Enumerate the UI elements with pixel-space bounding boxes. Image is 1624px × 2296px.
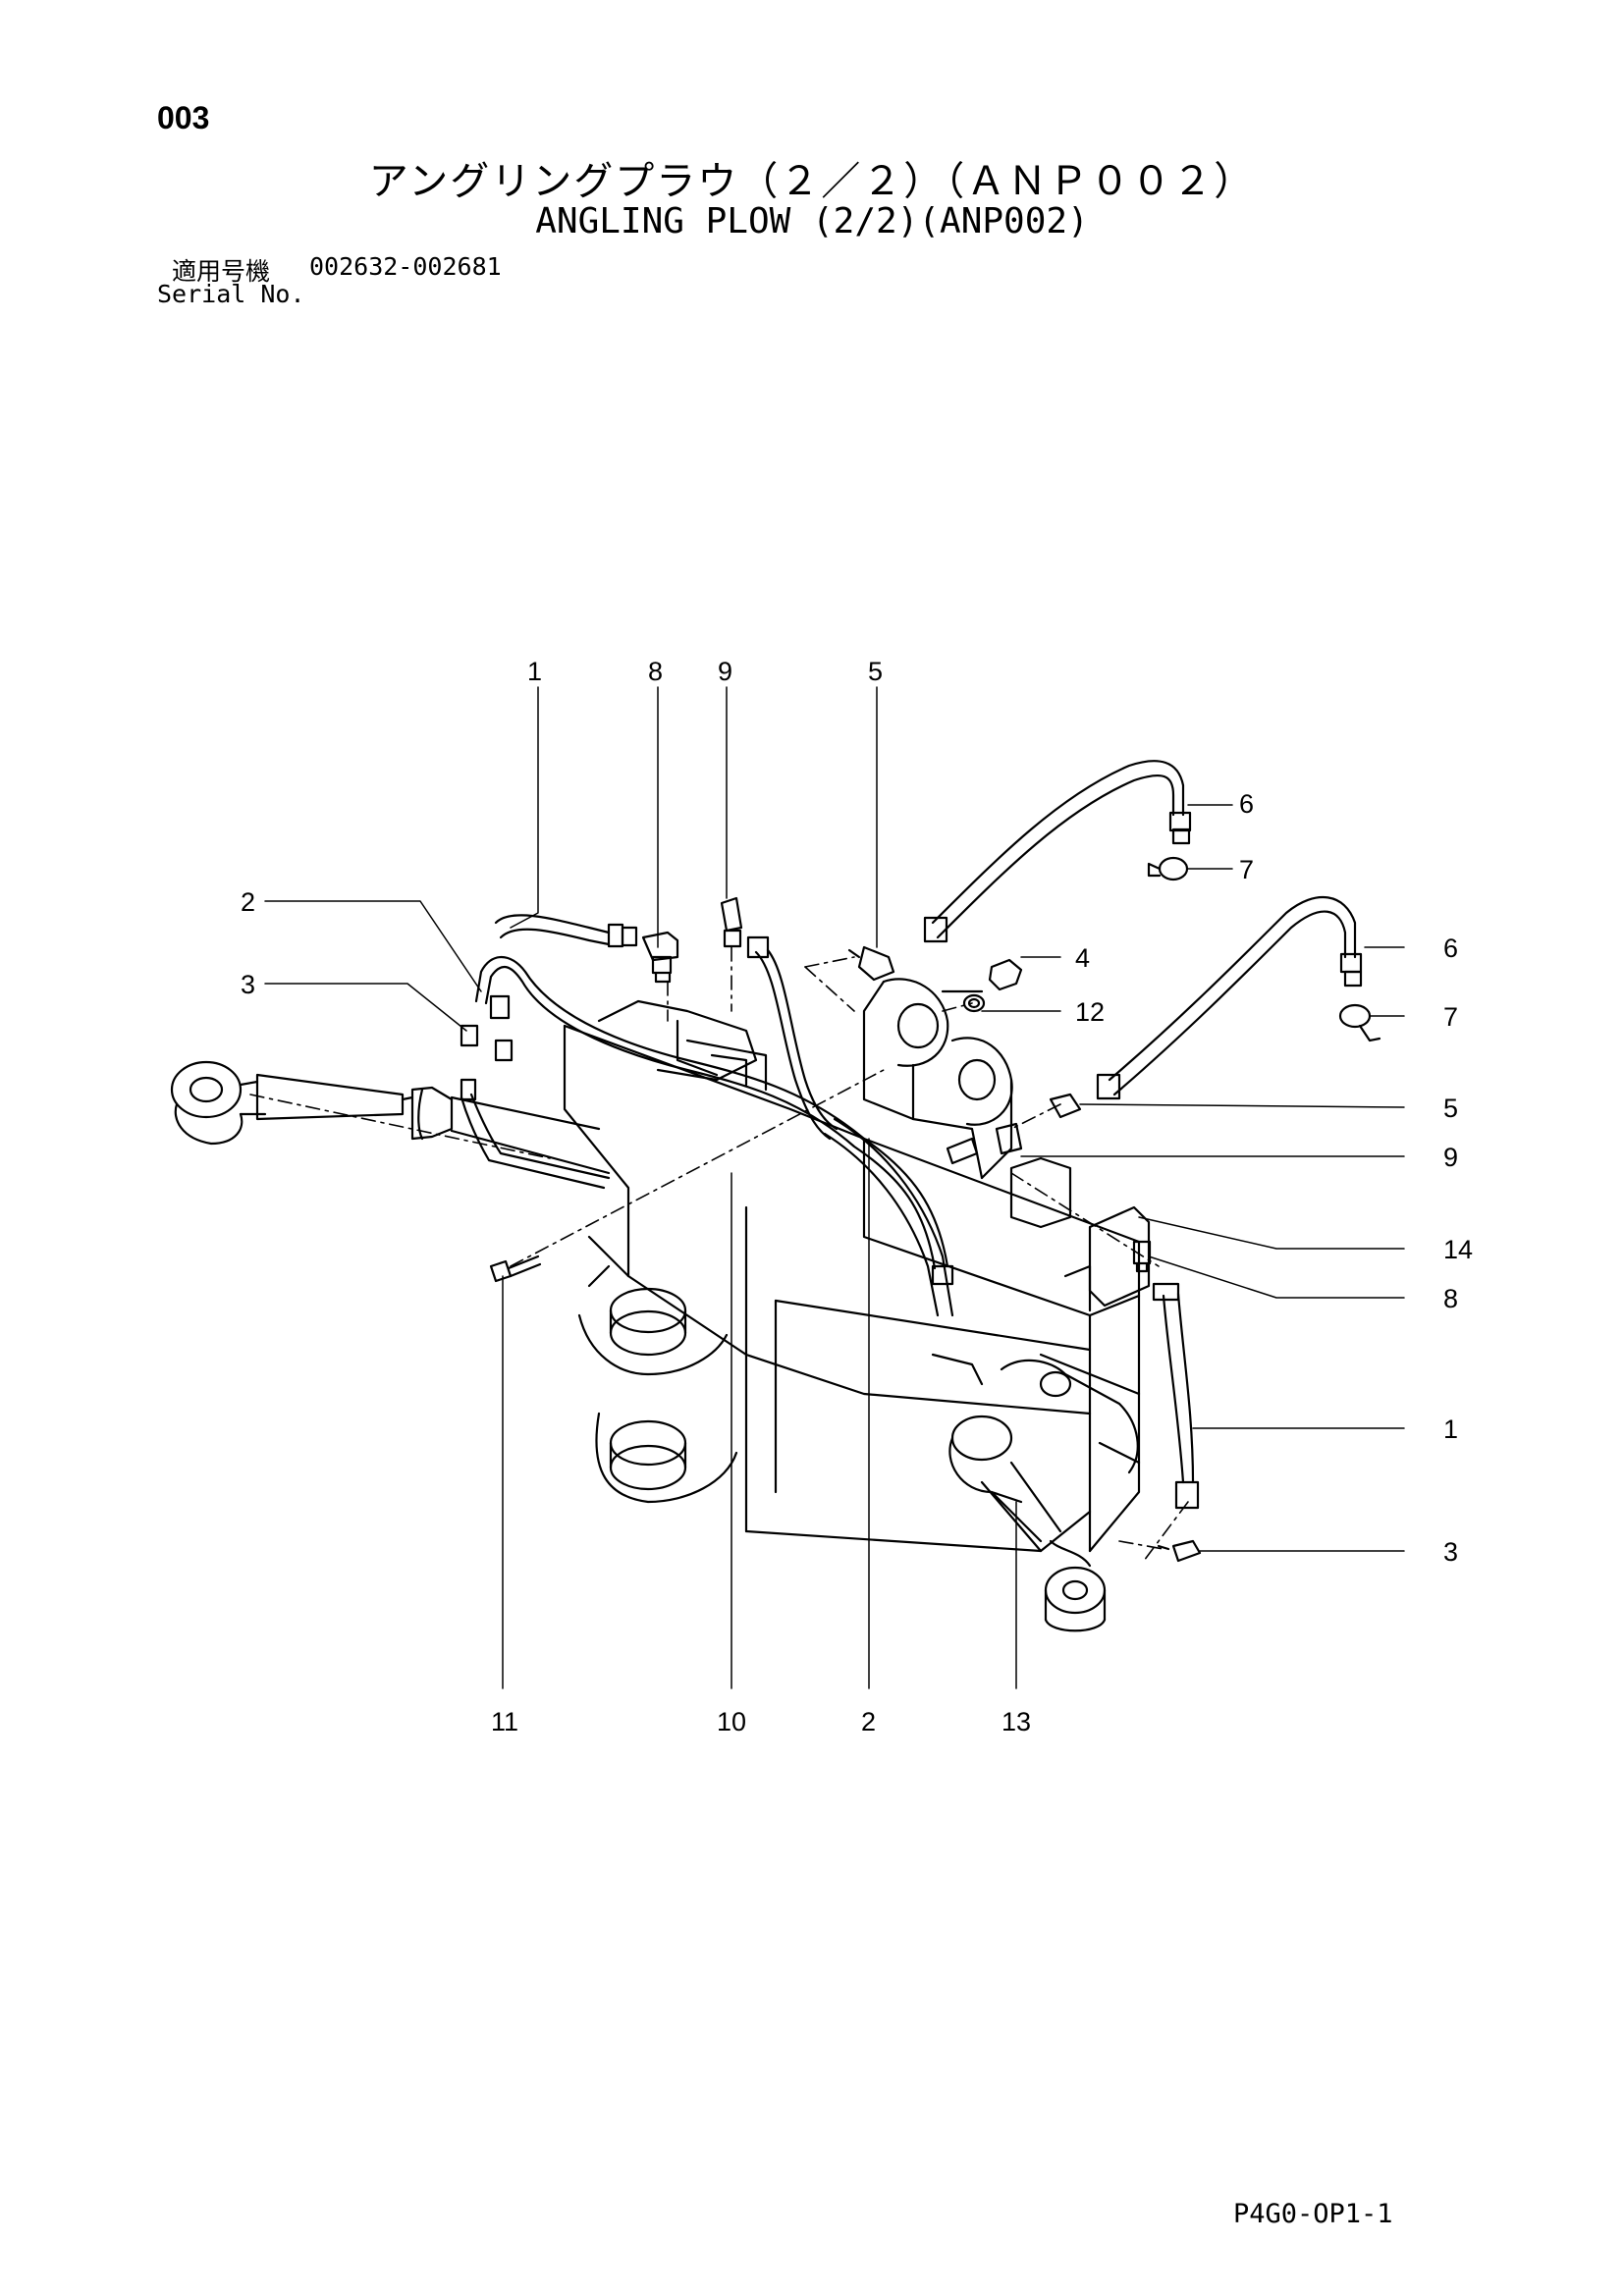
fitting-9-top [720,896,743,948]
hose-9-center [746,935,839,1141]
callout-14: 14 [1443,1235,1473,1264]
page-title-en: ANGLING PLOW (2/2)(ANP002) [535,201,1089,241]
callout-11: 11 [491,1707,518,1736]
fitting-7-lower [1338,1003,1381,1042]
hose-6-upper [923,760,1192,943]
callout-6-upper: 6 [1239,789,1254,819]
assembly-lines [249,946,1189,1562]
left-cylinder [170,1060,611,1175]
hose-center-down [823,1117,954,1317]
callout-6-lower: 6 [1443,934,1458,963]
hose-1-right [1152,1282,1200,1510]
callout-5-right: 5 [1443,1094,1458,1123]
fitting-3-right [1157,1539,1202,1563]
fitting-3-left [460,1024,514,1101]
callout-1-right: 1 [1443,1415,1458,1444]
callout-5-top: 5 [868,657,883,686]
hose-6-lower [1096,895,1363,1100]
callout-2-left: 2 [241,887,255,917]
callout-13: 13 [1001,1707,1031,1736]
callout-7-lower: 7 [1443,1002,1458,1032]
leader-lines [264,686,1405,1689]
lower-cylinder [948,1415,1107,1632]
fitting-9-right [946,1122,1023,1165]
lower-bracket [931,1353,1141,1474]
serial-range: 002632-002681 [309,252,502,281]
document-code: P4G0-OP1-1 [1233,2199,1393,2229]
callout-9-top: 9 [718,657,732,686]
hose-2 [474,956,954,1286]
page-title-jp: アングリングプラウ（２／２）（ＡＮＰ００２） [368,159,1256,204]
serial-label-jp: 適用号機 [172,257,271,286]
fitting-8-right [1132,1240,1152,1273]
fitting-5-top [847,945,895,982]
hose-1-top [494,914,638,948]
callout-7-upper: 7 [1239,855,1254,884]
callout-8-top: 8 [648,657,663,686]
callout-9-right: 9 [1443,1143,1458,1172]
clamp-block [1009,1156,1151,1312]
pivot-pad-lower [595,1412,738,1504]
callout-4: 4 [1075,943,1090,973]
pivot-pad-upper [577,1287,729,1376]
callout-1-top: 1 [527,657,542,686]
fitting-5-right [1049,1093,1082,1119]
nut-4 [988,958,1023,991]
upper-bracket [597,999,768,1092]
main-frame [563,1024,1141,1553]
callout-10: 10 [717,1707,746,1736]
callouts: 1 8 9 5 2 3 6 7 4 12 6 7 5 9 14 8 1 3 11… [241,657,1473,1736]
callout-12: 12 [1075,997,1105,1027]
callout-3-right: 3 [1443,1537,1458,1567]
fitting-8-top [641,931,679,984]
callout-8-right: 8 [1443,1284,1458,1313]
fitting-7-upper [1147,856,1189,881]
serial-label-en: Serial No. [157,280,305,308]
bolt-11 [489,1255,542,1283]
pipe-left-cylinder [460,1093,611,1190]
callout-3-left: 3 [241,970,255,999]
washer-12 [962,993,986,1013]
callout-2-bottom: 2 [861,1707,876,1736]
page-number: 003 [157,100,210,135]
